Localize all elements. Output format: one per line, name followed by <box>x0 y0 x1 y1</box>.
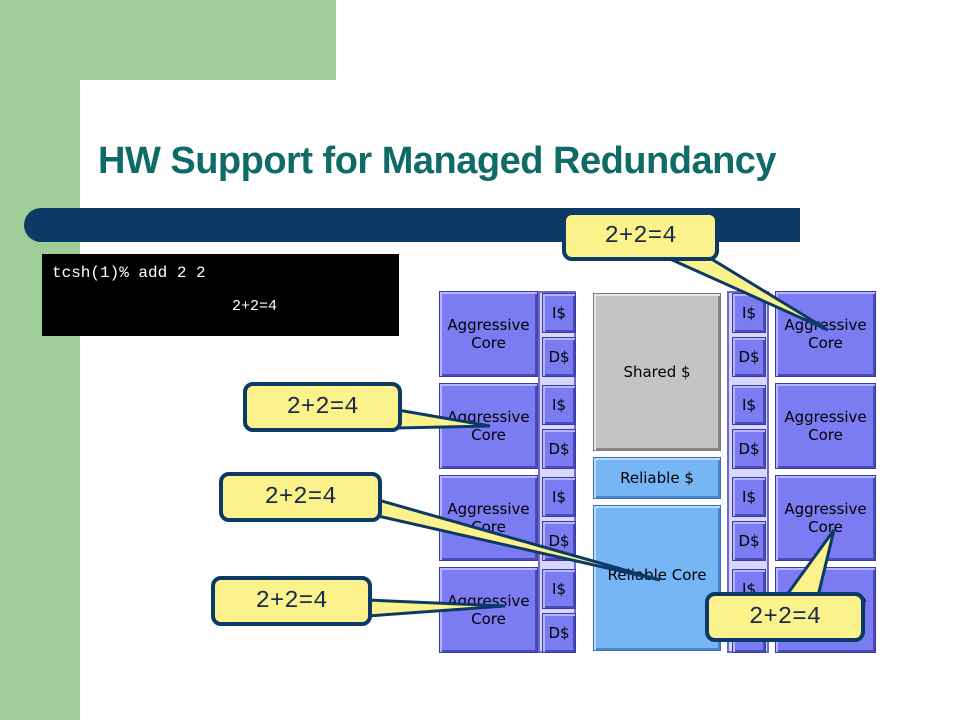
callout-left-1: 2+2=4 <box>243 382 402 432</box>
left-core-1: Aggressive Core <box>439 291 538 377</box>
left-icache-3: I$ <box>542 477 576 517</box>
right-icache-2: I$ <box>732 385 766 425</box>
left-dcache-4: D$ <box>542 613 576 653</box>
callout-top: 2+2=4 <box>562 211 719 261</box>
right-core-1: Aggressive Core <box>775 291 876 377</box>
left-core-4: Aggressive Core <box>439 567 538 653</box>
terminal-window: tcsh(1)% add 2 2 2+2=4 <box>42 254 399 336</box>
right-core-2: Aggressive Core <box>775 383 876 469</box>
left-icache-2: I$ <box>542 385 576 425</box>
reliable-core: Reliable Core <box>593 505 721 651</box>
left-core-3: Aggressive Core <box>439 475 538 561</box>
left-core-2: Aggressive Core <box>439 383 538 469</box>
content-area-corner <box>80 80 200 200</box>
right-dcache-1: D$ <box>732 337 766 377</box>
right-core-3: Aggressive Core <box>775 475 876 561</box>
right-dcache-2: D$ <box>732 429 766 469</box>
terminal-output: 2+2=4 <box>232 298 278 315</box>
shared-cache: Shared $ <box>593 293 721 451</box>
slide-title: HW Support for Managed Redundancy <box>98 140 777 182</box>
reliable-cache: Reliable $ <box>593 457 721 499</box>
callout-right: 2+2=4 <box>705 592 865 642</box>
left-icache-1: I$ <box>542 293 576 333</box>
left-accent-band <box>0 0 80 720</box>
callout-left-2: 2+2=4 <box>219 472 382 522</box>
terminal-command: tcsh(1)% add 2 2 <box>52 264 206 282</box>
callout-left-3: 2+2=4 <box>211 576 372 626</box>
top-accent-band <box>0 0 336 80</box>
right-icache-3: I$ <box>732 477 766 517</box>
left-dcache-1: D$ <box>542 337 576 377</box>
right-icache-1: I$ <box>732 293 766 333</box>
right-dcache-3: D$ <box>732 521 766 561</box>
left-dcache-3: D$ <box>542 521 576 561</box>
left-icache-4: I$ <box>542 569 576 609</box>
left-dcache-2: D$ <box>542 429 576 469</box>
